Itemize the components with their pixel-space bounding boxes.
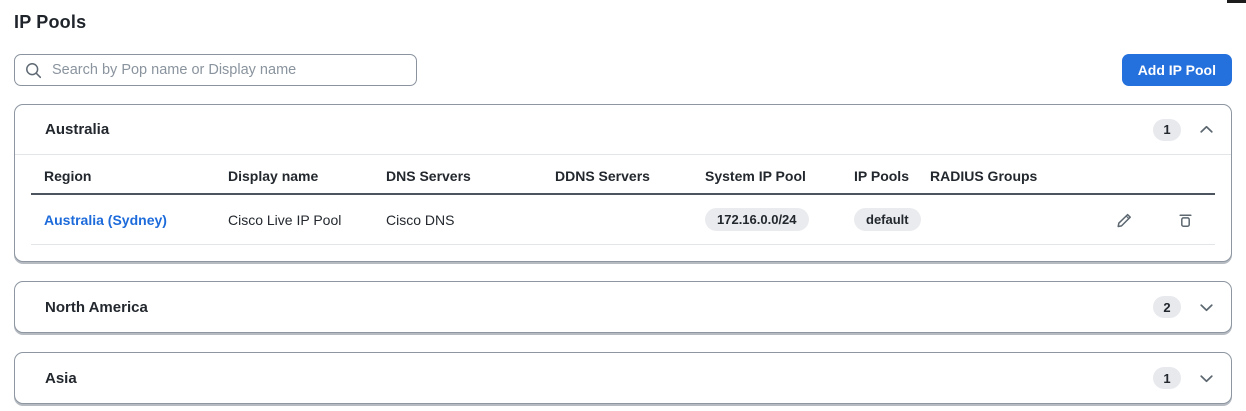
- column-header-display-name: Display name: [228, 155, 386, 195]
- search-icon: [25, 62, 42, 79]
- chevron-up-icon[interactable]: [1198, 121, 1215, 138]
- count-badge: 1: [1153, 367, 1181, 389]
- cell-system-ip-pool: 172.16.0.0/24: [705, 194, 854, 245]
- chevron-down-icon[interactable]: [1198, 299, 1215, 316]
- edit-button[interactable]: [1115, 210, 1134, 229]
- section-title: Australia: [45, 121, 110, 138]
- column-header-dns-servers: DNS Servers: [386, 155, 555, 195]
- search-input[interactable]: [50, 61, 406, 79]
- cell-actions: [1090, 194, 1215, 245]
- section-header-controls: 1: [1153, 367, 1215, 389]
- trash-icon: [1176, 210, 1195, 229]
- cell-display-name: Cisco Live IP Pool: [228, 194, 386, 245]
- section-title: North America: [45, 298, 148, 316]
- system-ip-pool-badge: 172.16.0.0/24: [705, 208, 809, 231]
- column-header-ip-pools: IP Pools: [854, 155, 930, 195]
- cell-dns-servers: Cisco DNS: [386, 194, 555, 245]
- ip-pool-table: Region Display name DNS Servers DDNS Ser…: [31, 155, 1215, 245]
- table-row: Australia (Sydney) Cisco Live IP Pool Ci…: [31, 194, 1215, 245]
- section-header-controls: 1: [1153, 118, 1215, 141]
- section-card-australia: Australia 1 Region: [14, 104, 1232, 262]
- column-header-radius-groups: RADIUS Groups: [930, 155, 1090, 195]
- section-body: Region Display name DNS Servers DDNS Ser…: [15, 155, 1231, 245]
- section-card-asia: Asia 1: [14, 352, 1232, 404]
- column-header-region: Region: [31, 155, 228, 195]
- section-header-asia[interactable]: Asia 1: [15, 353, 1231, 403]
- chevron-down-icon[interactable]: [1198, 370, 1215, 387]
- add-ip-pool-button[interactable]: Add IP Pool: [1121, 54, 1232, 86]
- toolbar: Add IP Pool: [14, 54, 1232, 86]
- ip-pools-badge: default: [854, 208, 921, 231]
- cell-ddns-servers: [555, 194, 705, 245]
- section-card-north-america: North America 2: [14, 281, 1232, 333]
- count-badge: 2: [1153, 296, 1181, 318]
- pencil-icon: [1115, 210, 1134, 229]
- region-link[interactable]: Australia (Sydney): [44, 211, 167, 228]
- section-header-north-america[interactable]: North America 2: [15, 282, 1231, 332]
- top-edge-artifact: [1227, 0, 1246, 3]
- section-header-controls: 2: [1153, 296, 1215, 318]
- section-title: Asia: [45, 369, 77, 387]
- cell-radius-groups: [930, 194, 1090, 245]
- column-header-system-ip-pool: System IP Pool: [705, 155, 854, 195]
- column-header-actions: [1090, 155, 1215, 195]
- delete-button[interactable]: [1176, 210, 1195, 229]
- page-title: IP Pools: [14, 12, 87, 32]
- count-badge: 1: [1153, 118, 1181, 141]
- search-box[interactable]: [14, 54, 417, 86]
- column-header-ddns-servers: DDNS Servers: [555, 155, 705, 195]
- cell-ip-pools: default: [854, 194, 930, 245]
- section-header-australia[interactable]: Australia 1: [15, 105, 1231, 155]
- table-header-row: Region Display name DNS Servers DDNS Ser…: [31, 155, 1215, 195]
- cell-region: Australia (Sydney): [31, 194, 228, 245]
